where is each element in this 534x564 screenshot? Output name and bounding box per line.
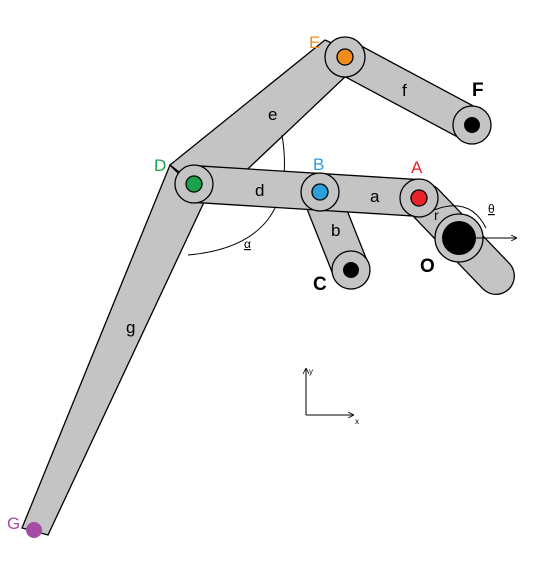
alpha-arc [187, 134, 285, 256]
pin-a [410, 189, 428, 207]
label-point-a: A [411, 158, 423, 177]
label-link-d: d [255, 181, 264, 200]
label-axis-y: y [309, 367, 313, 376]
label-point-g: G [7, 514, 20, 533]
pin-b [311, 183, 329, 201]
pin-g [26, 522, 42, 538]
label-axis-x: x [355, 417, 359, 426]
label-point-c: C [313, 274, 327, 295]
label-link-a: a [370, 187, 380, 206]
pin-f [464, 117, 480, 133]
label-point-f: F [472, 80, 484, 101]
label-angle-theta: θ [488, 202, 495, 216]
pin-c [343, 262, 359, 278]
label-link-r: r [434, 207, 439, 223]
label-point-b: B [313, 155, 324, 174]
label-point-o: O [420, 256, 435, 277]
pin-e [336, 48, 354, 66]
label-link-e: e [268, 105, 277, 124]
theta-arc [433, 205, 487, 229]
label-link-f: f [402, 81, 407, 100]
link-g [21, 163, 206, 536]
link-f [327, 39, 490, 143]
label-link-b: b [331, 221, 340, 240]
label-point-e: E [309, 33, 320, 52]
label-angle-alpha: α [244, 237, 251, 251]
label-point-d: D [154, 156, 166, 175]
label-link-g: g [126, 318, 135, 337]
pin-d [185, 175, 203, 193]
